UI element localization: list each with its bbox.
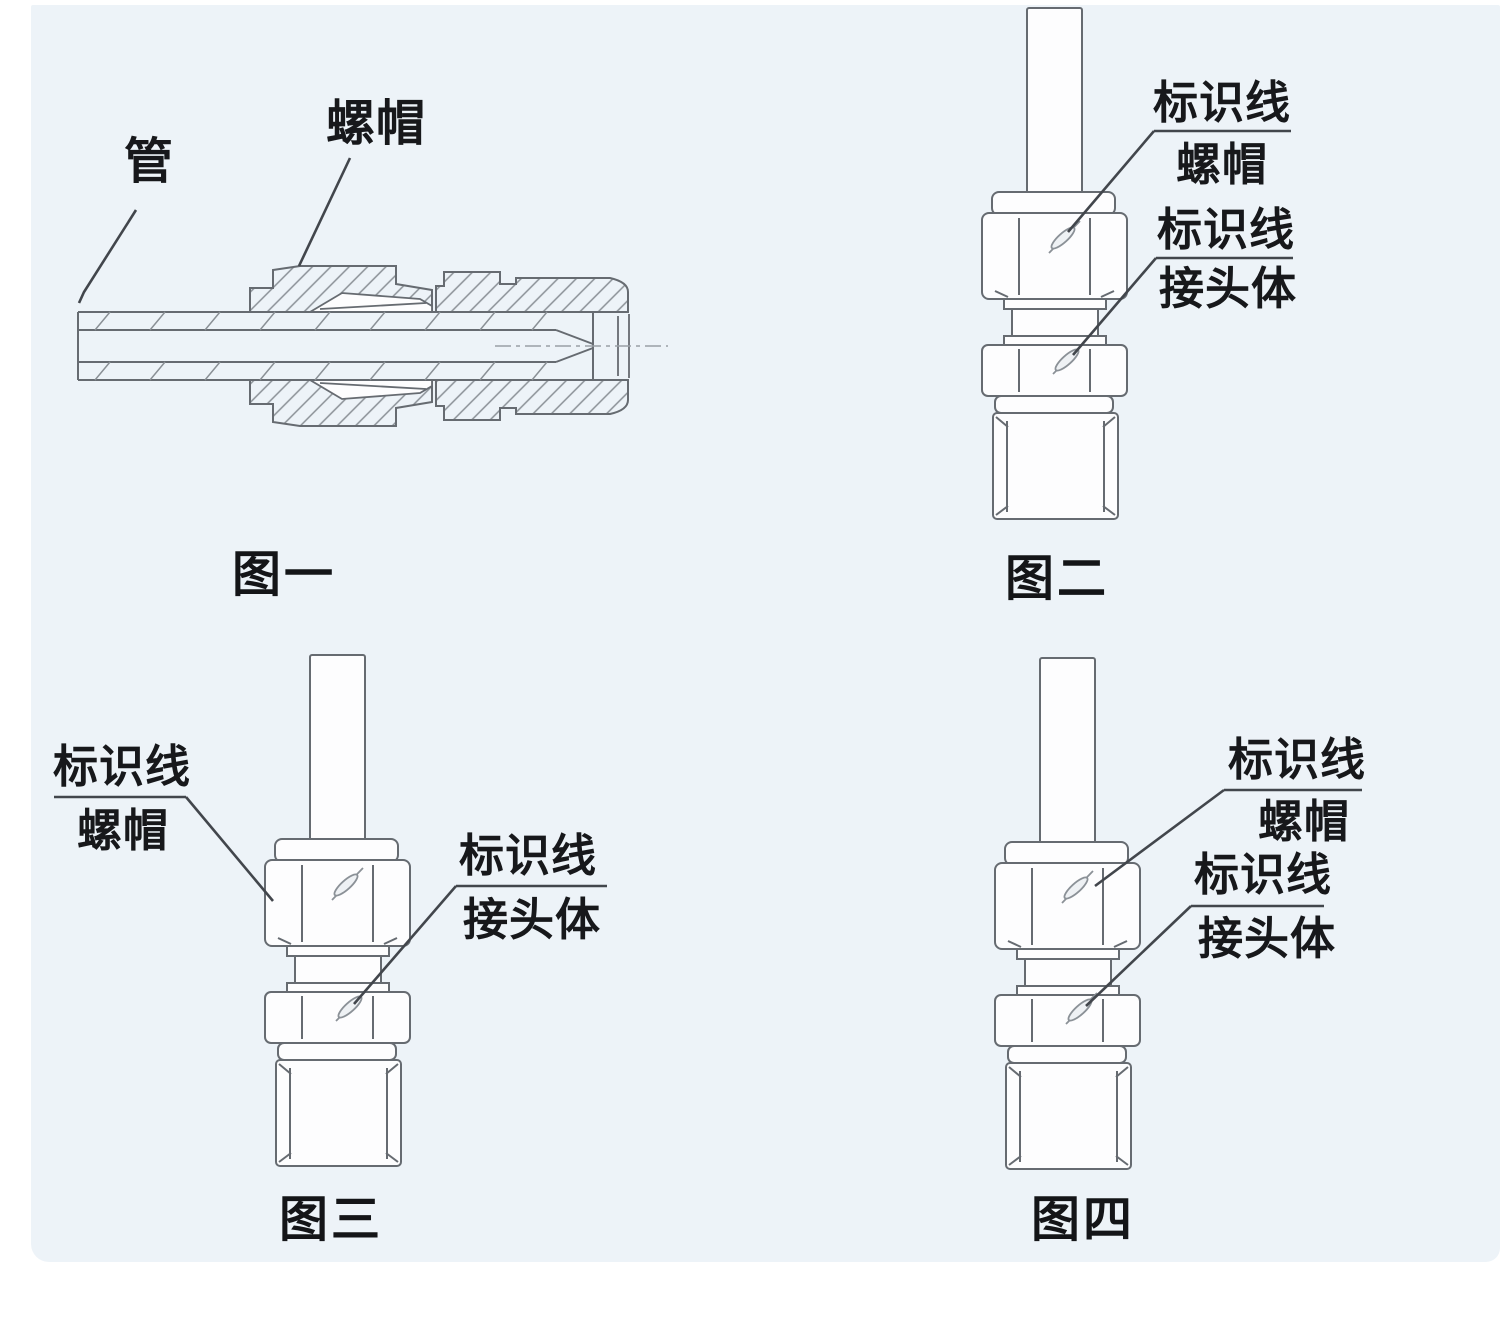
figure-2-leader-lines — [1067, 129, 1293, 356]
figure-2-caption: 图二 — [1005, 552, 1110, 606]
figure-4-label-marking-line-nut: 标识线 — [1228, 734, 1367, 785]
figure-3-leader-lines — [54, 795, 607, 1005]
figure-2-label-body: 接头体 — [1159, 263, 1298, 314]
figure-3-label-marking-line-body: 标识线 — [459, 830, 598, 881]
figure-1-drawing — [77, 157, 668, 427]
figure-4-label-marking-line-body: 标识线 — [1194, 849, 1333, 900]
figure-4-leader-lines — [1085, 788, 1362, 1007]
figure-3-drawing — [264, 654, 411, 1167]
ferrule — [306, 292, 433, 400]
figure-4-label-body: 接头体 — [1198, 913, 1337, 964]
figure-4-caption: 图四 — [1031, 1193, 1136, 1247]
figure-3-caption: 图三 — [279, 1193, 384, 1247]
figure-2-label-marking-line-nut: 标识线 — [1153, 77, 1292, 128]
figure-2-drawing — [981, 7, 1128, 520]
tube-cross-section — [77, 311, 594, 381]
light-blue-background-panel — [31, 5, 1500, 1262]
figure-3-label-marking-line-nut: 标识线 — [53, 741, 192, 792]
figure-2-label-nut: 螺帽 — [1176, 139, 1269, 190]
figure-2-label-marking-line-body: 标识线 — [1157, 204, 1296, 255]
nut-cross-section — [249, 265, 433, 427]
figure-1-label-tube: 管 — [124, 135, 175, 189]
figure-4-label-nut: 螺帽 — [1258, 796, 1351, 847]
figure-1-caption: 图一 — [232, 548, 337, 602]
body-cross-section — [435, 271, 629, 421]
figure-4-drawing — [994, 657, 1141, 1170]
figure-3-label-nut: 螺帽 — [77, 805, 170, 856]
tube-wall-hatch — [94, 311, 548, 381]
figure-1-label-nut: 螺帽 — [326, 97, 427, 151]
figure-3-label-body: 接头体 — [463, 894, 602, 945]
figure-1-leader-lines — [77, 157, 352, 304]
